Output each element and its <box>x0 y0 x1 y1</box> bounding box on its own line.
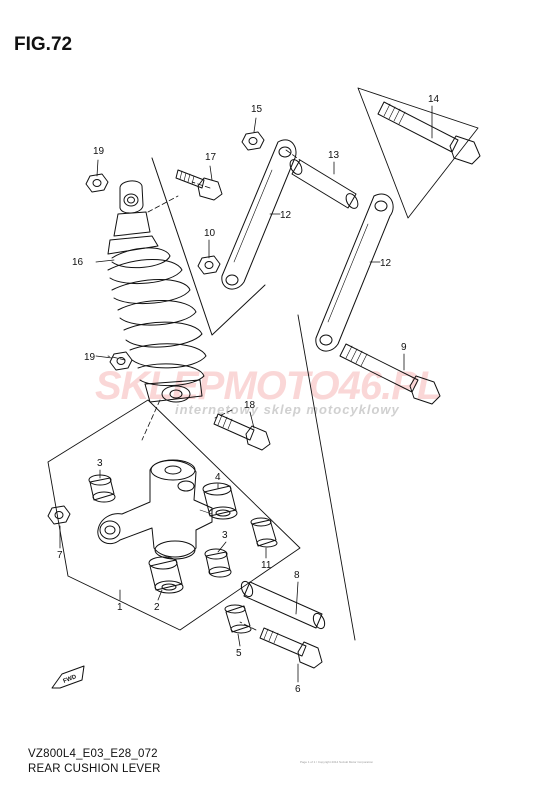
collar-11 <box>250 517 278 548</box>
outline-upper-group <box>151 157 266 336</box>
callout-5: 5 <box>236 648 242 659</box>
callout-12-right: 12 <box>380 258 392 269</box>
nut-19-upper <box>85 173 109 193</box>
callout-17: 17 <box>205 152 217 163</box>
bearing-3-right <box>204 548 232 578</box>
bolt-17 <box>175 169 223 201</box>
callout-3-left: 3 <box>97 458 103 469</box>
callout-2: 2 <box>154 602 160 613</box>
callout-1: 1 <box>117 602 123 613</box>
bolt-18 <box>213 413 271 451</box>
outline-lever-group <box>47 399 301 631</box>
watermark-tagline: internetowy sklep motocyklowy <box>175 402 400 417</box>
callouts: 19 17 10 15 16 19 13 14 12 12 9 18 3 4 3… <box>57 94 440 695</box>
tie-rod-12-left <box>221 139 297 290</box>
bolt-6 <box>259 627 323 669</box>
callout-12-left: 12 <box>280 210 292 221</box>
callout-9: 9 <box>401 342 407 353</box>
nut-15 <box>241 131 265 151</box>
callout-15: 15 <box>251 104 263 115</box>
copyright-note: Page 1 of 1 / Copyright 2014 Suzuki Moto… <box>300 760 374 764</box>
cushion-lever-1 <box>97 459 213 560</box>
figure-title: FIG.72 <box>14 34 73 55</box>
callout-3-right: 3 <box>222 530 228 541</box>
callout-16: 16 <box>72 257 84 268</box>
callout-6: 6 <box>295 684 301 695</box>
outline-14-group <box>357 87 479 219</box>
bearing-2 <box>148 556 184 594</box>
tie-rod-12-right <box>315 193 394 352</box>
nut-7 <box>47 505 71 525</box>
bearing-3-left <box>88 474 116 503</box>
bearing-4 <box>202 482 238 520</box>
rear-shock-absorber <box>107 180 207 403</box>
callout-14: 14 <box>428 94 440 105</box>
watermark-brand: SKLEPMOTO46.PL <box>95 364 441 408</box>
callout-19-lower: 19 <box>84 352 96 363</box>
center-lines <box>107 149 301 631</box>
collar-8 <box>240 580 326 630</box>
nut-10 <box>197 255 221 275</box>
outline-9-group <box>297 314 356 641</box>
callout-4: 4 <box>215 472 221 483</box>
fwd-label: FWD <box>63 674 79 685</box>
drawing-code: VZ800L4_E03_E28_072 <box>28 748 158 760</box>
callout-10: 10 <box>204 228 216 239</box>
callout-13: 13 <box>328 150 340 161</box>
drawing-title: REAR CUSHION LEVER <box>28 763 161 775</box>
bolt-14 <box>377 101 481 165</box>
collar-13 <box>289 159 359 209</box>
callout-11: 11 <box>261 560 272 571</box>
nut-19-lower <box>109 351 133 371</box>
leader-lines <box>59 105 433 683</box>
callout-18: 18 <box>244 400 256 411</box>
callout-19-upper: 19 <box>93 146 105 157</box>
callout-8: 8 <box>294 570 300 581</box>
fwd-arrow-icon: FWD <box>51 665 85 689</box>
collar-5 <box>224 604 252 634</box>
bolt-9 <box>339 343 441 405</box>
callout-7: 7 <box>57 550 63 561</box>
